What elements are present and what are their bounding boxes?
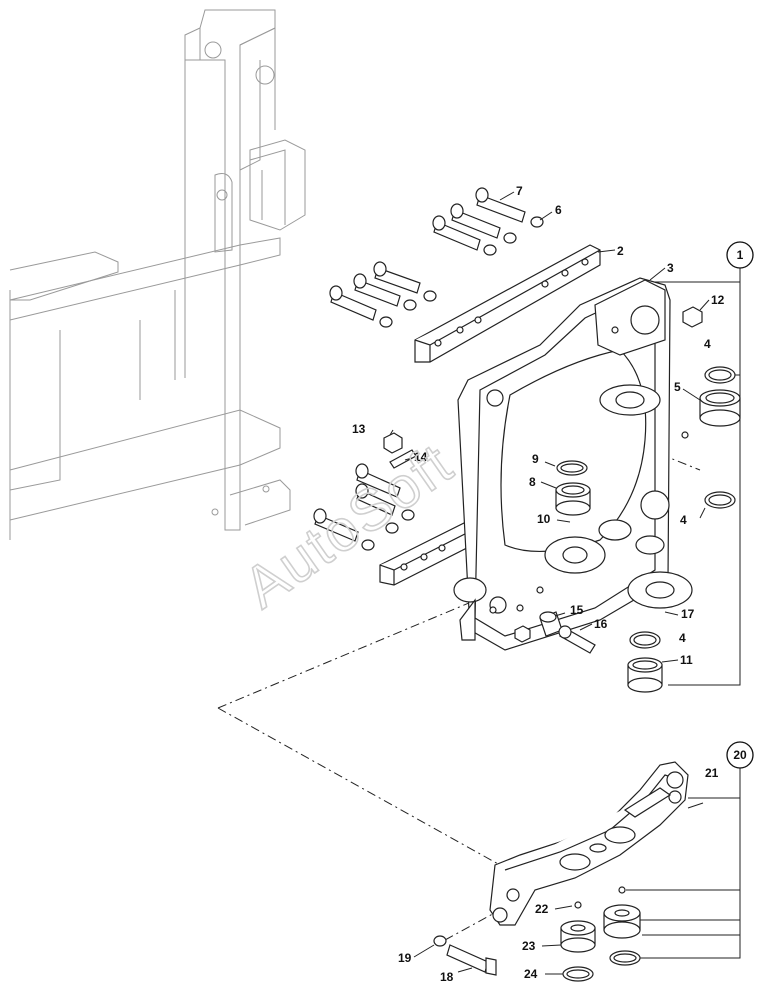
assembly-line-upper xyxy=(217,589,501,709)
group-1-label: 1 xyxy=(737,248,744,262)
group-callout-20: 20 xyxy=(726,741,754,769)
part-label-3: 3 xyxy=(667,261,674,275)
part-label-14: 14 xyxy=(414,450,428,464)
part-label-13: 13 xyxy=(352,422,366,436)
part-label-4c: 4 xyxy=(679,631,686,645)
part-label-6: 6 xyxy=(555,203,562,217)
part-label-23: 23 xyxy=(522,939,536,953)
part-label-8: 8 xyxy=(529,475,536,489)
part-labels: 2 3 4 4 4 5 6 7 8 9 10 11 12 13 14 15 16… xyxy=(352,184,725,984)
part-label-11: 11 xyxy=(680,653,693,667)
nut-12 xyxy=(682,306,703,328)
part-label-4b: 4 xyxy=(680,513,687,527)
bushings-center xyxy=(555,460,591,516)
spacer-bolt-set xyxy=(489,431,689,654)
part-label-10: 10 xyxy=(537,512,551,526)
bushings-right xyxy=(627,366,741,693)
part-label-18: 18 xyxy=(440,970,454,984)
part-label-15: 15 xyxy=(570,603,584,617)
part-label-9: 9 xyxy=(532,452,539,466)
rear-axle-beam xyxy=(489,761,689,926)
part-label-2: 2 xyxy=(617,244,624,258)
bolt-set-lower xyxy=(313,432,417,551)
part-label-19: 19 xyxy=(398,951,412,965)
mounting-plate-upper xyxy=(414,244,601,363)
assembly-line-lower xyxy=(217,707,501,866)
bushings-lower xyxy=(560,886,641,982)
part-label-17: 17 xyxy=(681,607,695,621)
part-label-12: 12 xyxy=(711,293,725,307)
group-20-bracket xyxy=(626,768,741,959)
part-label-7: 7 xyxy=(516,184,523,198)
assembly-line-bolt xyxy=(444,909,501,941)
part-label-4a: 4 xyxy=(704,337,711,351)
watermark: AutoSoft xyxy=(232,431,465,621)
mast-frame-background xyxy=(9,9,306,540)
group-20-label: 20 xyxy=(733,748,747,762)
group-1-bracket xyxy=(655,268,741,686)
part-label-21: 21 xyxy=(705,766,719,780)
leader-lines xyxy=(389,191,710,975)
part-label-24: 24 xyxy=(524,967,538,981)
group-callout-1: 1 xyxy=(726,241,754,269)
part-label-5: 5 xyxy=(674,380,681,394)
part-label-22: 22 xyxy=(535,902,549,916)
bolt-18-set xyxy=(433,935,497,976)
part-label-16: 16 xyxy=(594,617,608,631)
bolt-set-upper xyxy=(329,187,544,328)
